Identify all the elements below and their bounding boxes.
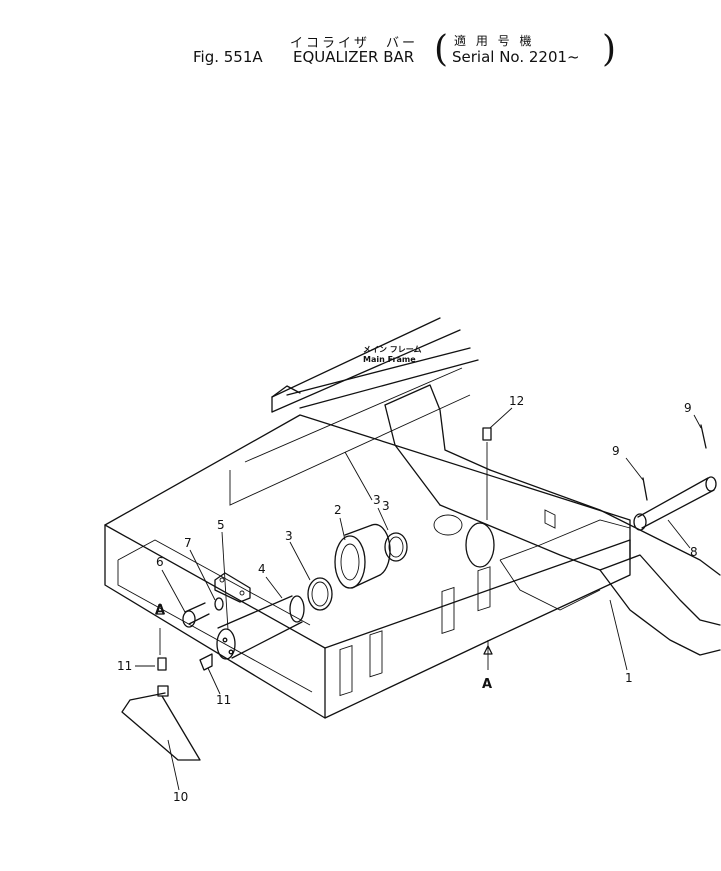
retaining-pin	[633, 424, 717, 531]
serial-japanese: 適 用 号 機	[454, 34, 535, 48]
plate	[214, 572, 251, 603]
bolt-and-washer	[182, 597, 224, 628]
callout-8: 8	[690, 545, 698, 559]
main-frame-label-jp: メイン フレーム	[363, 345, 422, 354]
paren-close: )	[602, 29, 617, 70]
callout-7: 7	[184, 536, 192, 550]
callout-10: 10	[173, 790, 188, 804]
view-marker-left: A	[155, 603, 165, 618]
callout-6: 6	[156, 555, 164, 569]
main-frame-rails	[271, 317, 479, 413]
track-frame	[104, 367, 631, 719]
view-marker-right: A	[482, 677, 492, 692]
grease-fitting-top	[482, 427, 492, 520]
main-frame-label-en: Main Frame	[363, 355, 416, 364]
leader-lines	[135, 407, 702, 791]
callout-3b: 3	[373, 493, 381, 507]
pin	[216, 595, 305, 660]
callout-9b: 9	[684, 401, 692, 415]
title-japanese: イコライザ バー	[290, 36, 419, 51]
callout-9a: 9	[612, 444, 620, 458]
callout-1: 1	[625, 671, 633, 685]
callout-11a: 11	[117, 659, 132, 673]
callout-3c: 3	[382, 499, 390, 513]
callout-3a: 3	[285, 529, 293, 543]
paren-open: (	[434, 29, 449, 70]
callout-12: 12	[509, 394, 524, 408]
callout-5: 5	[217, 518, 225, 532]
grease-fittings-and-pipe	[121, 628, 213, 761]
view-markers: A A	[155, 603, 493, 692]
figure-number: Fig. 551A	[193, 48, 263, 66]
equalizer-bar	[384, 384, 721, 656]
callout-11b: 11	[216, 693, 231, 707]
seal-rings	[307, 532, 408, 611]
callout-4: 4	[258, 562, 266, 576]
title-english: EQUALIZER BAR	[293, 48, 415, 66]
serial-number: Serial No. 2201~	[452, 48, 580, 66]
callout-2: 2	[334, 503, 342, 517]
